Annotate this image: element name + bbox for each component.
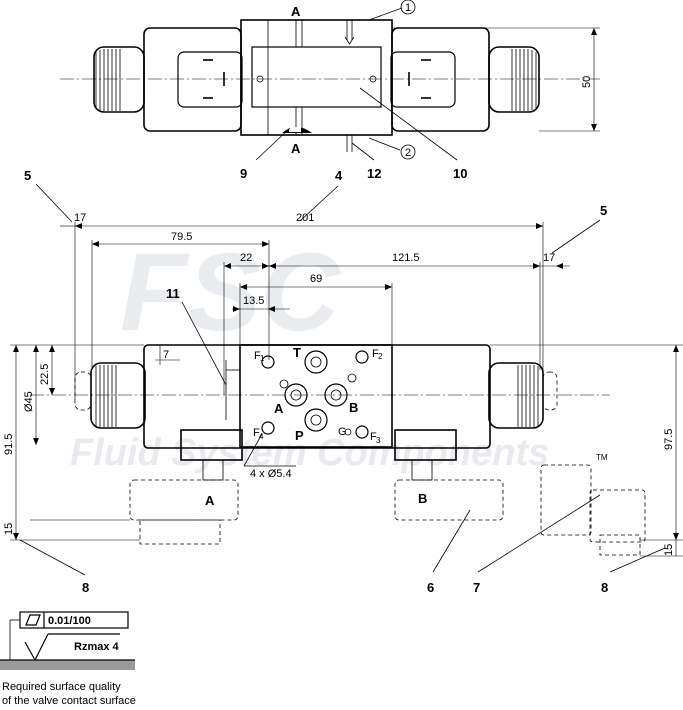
dim-holes: 4 x Ø5.4 bbox=[250, 468, 292, 480]
front-center-block bbox=[239, 344, 393, 448]
port-b: B bbox=[349, 400, 358, 415]
callout-10: 10 bbox=[453, 166, 467, 181]
dim-201: 201 bbox=[296, 212, 314, 224]
top-right-knurl bbox=[511, 49, 537, 111]
port-g: G bbox=[338, 426, 347, 438]
surface-note: Required surface quality of the valve co… bbox=[2, 680, 136, 708]
callout-11: 11 bbox=[166, 286, 180, 301]
dim-17-right: 17 bbox=[543, 252, 555, 264]
dim-15-right: 15 bbox=[663, 544, 675, 556]
port-p: P bbox=[295, 428, 304, 443]
dim-22: 22 bbox=[240, 252, 252, 264]
port-holes bbox=[261, 350, 369, 439]
dim-121-5: 121.5 bbox=[392, 252, 420, 264]
roughness-value: Rzmax 4 bbox=[74, 641, 120, 653]
callout-6: 6 bbox=[427, 580, 434, 595]
dim-15-left: 15 bbox=[3, 523, 15, 535]
dim-97-5: 97.5 bbox=[663, 429, 675, 450]
port-f2: F bbox=[372, 348, 379, 360]
top-left-knurl bbox=[95, 49, 121, 111]
dim-91-5: 91.5 bbox=[3, 434, 15, 455]
dim-22-5: 22.5 bbox=[39, 364, 51, 385]
flatness-icon bbox=[25, 614, 41, 626]
callout-9: 9 bbox=[240, 166, 247, 181]
top-right-nut bbox=[488, 46, 540, 113]
top-left-coil bbox=[143, 27, 242, 132]
circled-1 bbox=[400, 0, 416, 15]
circled-1-label: 1 bbox=[405, 2, 411, 14]
top-left-connector bbox=[177, 51, 243, 108]
callout-7: 7 bbox=[473, 580, 480, 595]
top-right-connector bbox=[390, 51, 456, 108]
front-left-nut bbox=[90, 362, 146, 429]
dim-45: Ø45 bbox=[23, 391, 35, 412]
port-f3: F bbox=[370, 431, 377, 443]
top-plate bbox=[251, 46, 382, 108]
callout-4: 4 bbox=[335, 168, 343, 183]
top-right-coil bbox=[391, 27, 490, 132]
contact-surface-hatch bbox=[0, 660, 135, 670]
top-port-a-upper: A bbox=[291, 4, 301, 19]
top-view: 1 2 A A 50 9 12 10 bbox=[60, 0, 600, 181]
watermark: FSC Fluid System Components TM bbox=[70, 231, 608, 474]
surface-note-line2: of the valve contact surface bbox=[2, 695, 136, 707]
callout-5-right: 5 bbox=[600, 203, 607, 218]
callout-12: 12 bbox=[367, 166, 381, 181]
port-f2-sub: 2 bbox=[378, 352, 383, 361]
dim-13-5: 13.5 bbox=[243, 295, 264, 307]
dim-69: 69 bbox=[310, 273, 322, 285]
front-right-nut bbox=[488, 362, 544, 429]
surface-note-line1: Required surface quality bbox=[2, 681, 121, 693]
callout-5-left: 5 bbox=[24, 168, 31, 183]
top-port-a-lower: A bbox=[291, 141, 301, 156]
port-f1: F bbox=[254, 350, 261, 362]
port-f3-sub: 3 bbox=[376, 436, 381, 445]
port-a: A bbox=[274, 401, 284, 416]
dim-17-left: 17 bbox=[74, 212, 86, 224]
surface-spec: 0.01/100 Rzmax 4 bbox=[0, 611, 135, 670]
solenoid-label-b: B bbox=[418, 491, 427, 506]
port-t: T bbox=[293, 345, 301, 360]
solenoid-label-a: A bbox=[205, 493, 215, 508]
port-f4: F bbox=[253, 427, 260, 439]
front-view: 5 4 5 201 17 79.5 22 121.5 17 69 13.5 bbox=[3, 168, 683, 595]
port-f1-sub: 1 bbox=[260, 354, 265, 363]
watermark-logo: FSC bbox=[120, 231, 342, 354]
callout-8-left: 8 bbox=[82, 580, 89, 595]
circled-2 bbox=[400, 144, 416, 160]
top-left-nut bbox=[93, 46, 145, 113]
top-body bbox=[240, 19, 393, 136]
watermark-text: Fluid System Components bbox=[70, 432, 549, 474]
dim-7: 7 bbox=[163, 349, 169, 361]
port-f4-sub: 4 bbox=[259, 432, 264, 441]
flatness-value: 0.01/100 bbox=[48, 615, 91, 627]
callout-8-right: 8 bbox=[601, 580, 608, 595]
dim-50: 50 bbox=[581, 76, 593, 88]
circled-2-label: 2 bbox=[405, 147, 411, 159]
watermark-tm: TM bbox=[596, 453, 608, 462]
dim-79-5: 79.5 bbox=[171, 231, 192, 243]
